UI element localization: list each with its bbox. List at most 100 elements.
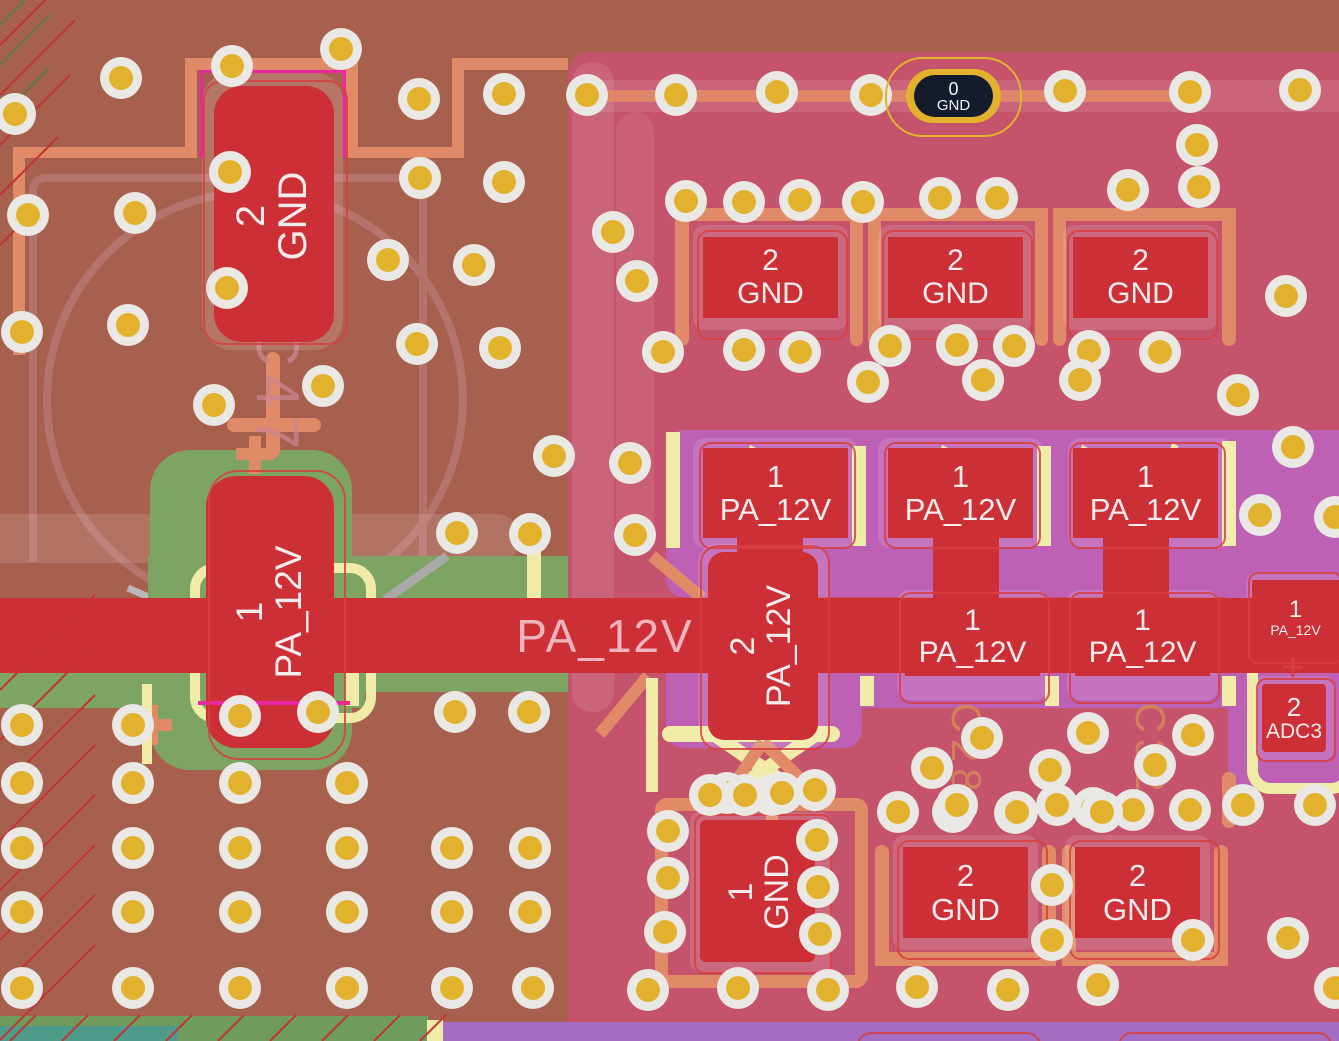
via[interactable]	[1272, 426, 1314, 468]
via[interactable]	[1059, 359, 1101, 401]
via[interactable]	[996, 791, 1038, 833]
via[interactable]	[193, 384, 235, 426]
via[interactable]	[1031, 919, 1073, 961]
via[interactable]	[779, 179, 821, 221]
via[interactable]	[326, 967, 368, 1009]
via[interactable]	[326, 891, 368, 933]
via[interactable]	[0, 93, 36, 135]
via[interactable]	[431, 827, 473, 869]
fcu-trace-seg[interactable]	[452, 58, 568, 70]
fcu-bracket[interactable]	[1035, 214, 1048, 346]
via[interactable]	[936, 324, 978, 366]
via[interactable]	[1178, 166, 1220, 208]
via[interactable]	[647, 810, 689, 852]
via[interactable]	[112, 704, 154, 746]
via[interactable]	[479, 327, 521, 369]
via[interactable]	[1267, 917, 1309, 959]
fcu-trace-seg[interactable]	[185, 64, 197, 158]
salmon-diagonal[interactable]	[648, 551, 706, 603]
via[interactable]	[326, 827, 368, 869]
bottom-band-purple[interactable]	[430, 1022, 1339, 1041]
via[interactable]	[614, 514, 656, 556]
fcu-trace-seg[interactable]	[452, 58, 464, 158]
via[interactable]	[1, 704, 43, 746]
pad-bottom-gnd-vert[interactable]	[700, 820, 815, 962]
via[interactable]	[1172, 919, 1214, 961]
via[interactable]	[1314, 967, 1339, 1009]
pad-pa12v-upper-1[interactable]: 1 PA_12V	[703, 448, 848, 538]
via[interactable]	[799, 913, 841, 955]
via[interactable]	[1077, 964, 1119, 1006]
fcu-trace-seg[interactable]	[346, 147, 458, 158]
via[interactable]	[609, 442, 651, 484]
via[interactable]	[509, 513, 551, 555]
via[interactable]	[112, 967, 154, 1009]
via[interactable]	[993, 325, 1035, 367]
via[interactable]	[647, 857, 689, 899]
via[interactable]	[107, 304, 149, 346]
via[interactable]	[1222, 784, 1264, 826]
via[interactable]	[1239, 494, 1281, 536]
via[interactable]	[976, 177, 1018, 219]
via[interactable]	[665, 180, 707, 222]
pad-gnd-bottom-1[interactable]: 2 GND	[903, 847, 1028, 938]
via[interactable]	[1294, 784, 1336, 826]
via[interactable]	[1169, 789, 1211, 831]
via[interactable]	[219, 762, 261, 804]
via[interactable]	[1169, 71, 1211, 113]
via[interactable]	[592, 211, 634, 253]
via[interactable]	[877, 791, 919, 833]
fcu-bracket[interactable]	[850, 214, 863, 346]
via[interactable]	[779, 331, 821, 373]
via[interactable]	[512, 967, 554, 1009]
via[interactable]	[1, 311, 43, 353]
fcu-bracket[interactable]	[675, 214, 689, 346]
via[interactable]	[896, 966, 938, 1008]
via[interactable]	[1029, 749, 1071, 791]
via[interactable]	[1107, 169, 1149, 211]
via[interactable]	[112, 762, 154, 804]
via[interactable]	[655, 74, 697, 116]
via[interactable]	[302, 365, 344, 407]
fcu-trace-seg[interactable]	[13, 147, 196, 158]
salmon-diagonal[interactable]	[595, 672, 653, 738]
via[interactable]	[396, 323, 438, 365]
via[interactable]	[219, 827, 261, 869]
via[interactable]	[724, 774, 766, 816]
via[interactable]	[112, 827, 154, 869]
via[interactable]	[1067, 712, 1109, 754]
pad-pa12v-upper-3[interactable]: 1 PA_12V	[1073, 448, 1218, 538]
via[interactable]	[219, 891, 261, 933]
via[interactable]	[1217, 374, 1259, 416]
via[interactable]	[508, 691, 550, 733]
via[interactable]	[627, 969, 669, 1011]
via[interactable]	[509, 891, 551, 933]
pad-gnd-top-2[interactable]: 2 GND	[888, 237, 1023, 318]
via[interactable]	[431, 967, 473, 1009]
via[interactable]	[566, 74, 608, 116]
pad-center-pa12v[interactable]	[708, 552, 818, 740]
via[interactable]	[1172, 714, 1214, 756]
via[interactable]	[911, 747, 953, 789]
via[interactable]	[431, 891, 473, 933]
pad-bar[interactable]	[1103, 530, 1169, 600]
via[interactable]	[483, 73, 525, 115]
fcu-bracket[interactable]	[875, 845, 889, 965]
tht-pad-hole[interactable]: 0 GND	[914, 75, 993, 117]
via[interactable]	[7, 194, 49, 236]
via[interactable]	[796, 819, 838, 861]
via[interactable]	[936, 784, 978, 826]
fcu-bracket[interactable]	[1222, 214, 1236, 346]
pad-pa12v-lower-2[interactable]: 1 PA_12V	[1075, 598, 1210, 676]
via[interactable]	[961, 717, 1003, 759]
via[interactable]	[1176, 124, 1218, 166]
via[interactable]	[807, 969, 849, 1011]
via[interactable]	[326, 762, 368, 804]
via[interactable]	[723, 329, 765, 371]
via[interactable]	[209, 151, 251, 193]
via[interactable]	[1036, 784, 1078, 826]
via[interactable]	[842, 181, 884, 223]
via[interactable]	[483, 161, 525, 203]
via[interactable]	[367, 239, 409, 281]
